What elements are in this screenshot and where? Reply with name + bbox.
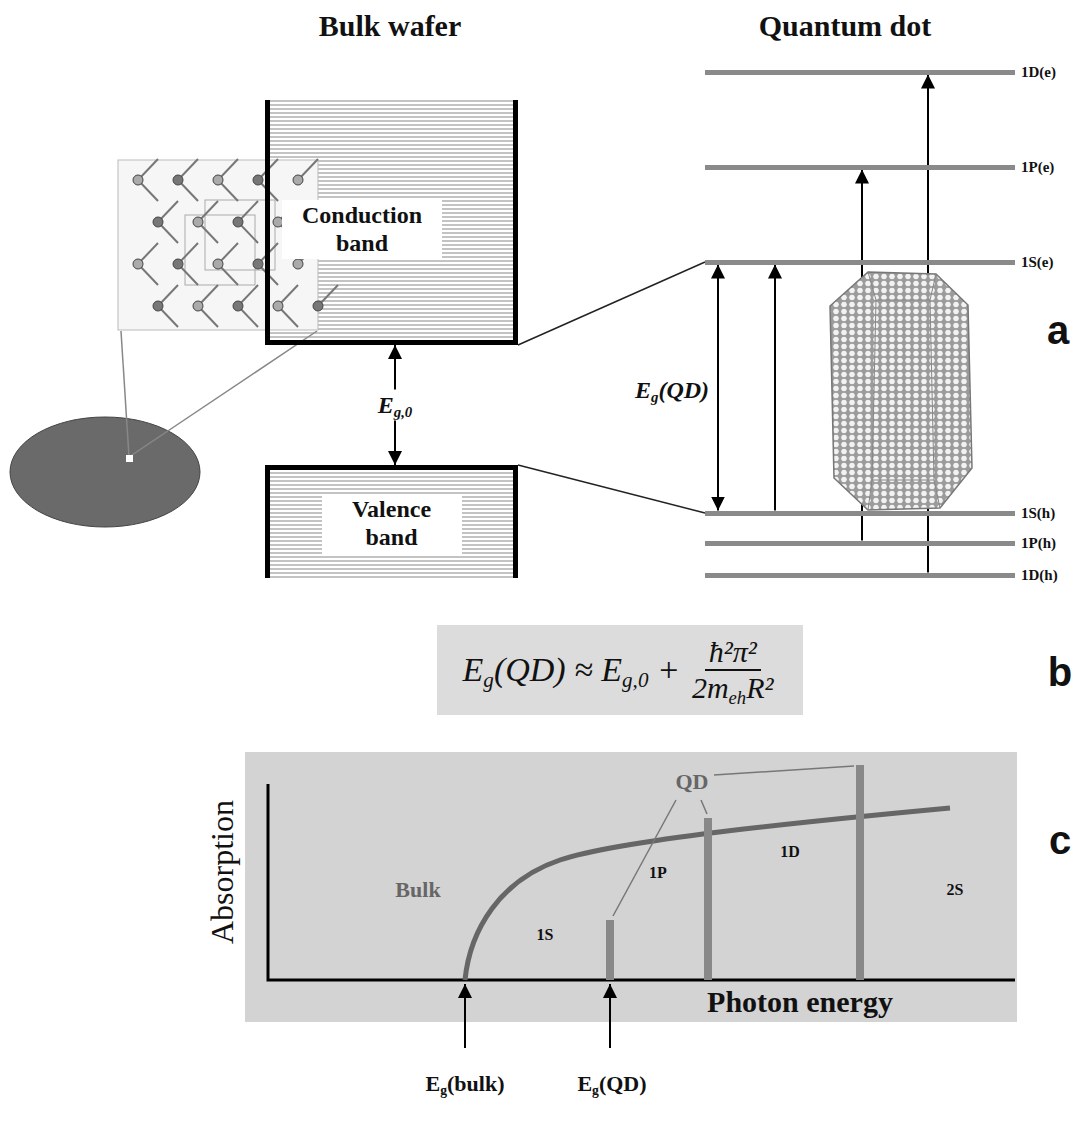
projection-line (518, 465, 705, 513)
level-name: 1D(e) (1021, 64, 1056, 81)
valence-hatch (270, 470, 513, 578)
energy-band: Conduction band (265, 100, 518, 345)
crystal-facet (868, 272, 940, 510)
atom (153, 217, 163, 227)
atom (133, 175, 143, 185)
level-name: 1S(h) (1021, 505, 1055, 522)
energy-level: 1D(h) (705, 563, 1058, 587)
transition-arrow (717, 265, 719, 511)
fraction: ħ²π²2mehR² (688, 635, 778, 705)
level-line (705, 260, 1015, 265)
level-line (705, 165, 1015, 170)
series-name: Bulk (395, 877, 440, 903)
axis-title: Photon energy (707, 985, 893, 1019)
band-name: Conduction band (282, 200, 442, 259)
series-name: QD (676, 769, 709, 795)
column-heading: Bulk wafer (319, 9, 462, 43)
gap-marker: Eg(bulk) (426, 1071, 505, 1097)
bulk-curve (465, 808, 950, 980)
atom (193, 217, 203, 227)
nanocrystal (830, 272, 972, 510)
qd-absorption-line (606, 920, 614, 980)
numerator: ħ²π² (705, 635, 761, 671)
formula-box: Eg(QD) ≈ Eg,0 +ħ²π²2mehR² (437, 625, 804, 715)
level-name: 1P(e) (1021, 159, 1054, 176)
atom (173, 259, 183, 269)
atom (233, 217, 243, 227)
atom (213, 259, 223, 269)
formula-text: Eg(QD) ≈ Eg,0 + (463, 651, 680, 689)
transition-name: 1S (537, 926, 554, 944)
transition-name: 1P (649, 864, 667, 882)
atom (293, 175, 303, 185)
energy-pointer (464, 984, 466, 1048)
leader-line (613, 800, 676, 916)
level-name: 1D(h) (1021, 567, 1058, 584)
atom (153, 301, 163, 311)
wafer-disk (10, 417, 200, 527)
level-name: 1S(e) (1021, 254, 1054, 271)
band-name: Valence band (322, 494, 462, 553)
leader-line (714, 766, 854, 775)
column-heading: Quantum dot (759, 9, 932, 43)
panel-letter: a (1047, 308, 1069, 353)
unit-cell (185, 215, 255, 285)
gap-marker: Eg(QD) (577, 1071, 646, 1097)
transition-name: 1D (780, 843, 800, 861)
transition-arrow (774, 265, 776, 511)
atom (313, 301, 323, 311)
energy-level: 1P(e) (705, 155, 1054, 179)
panel-letter: c (1049, 818, 1071, 863)
atom (253, 259, 263, 269)
atom (133, 259, 143, 269)
chart-axis (268, 784, 1015, 980)
panel-letter: b (1048, 650, 1072, 695)
atom (253, 175, 263, 185)
atom (193, 301, 203, 311)
projection-line (518, 262, 705, 345)
atom (273, 301, 283, 311)
leader-line (701, 800, 707, 814)
atom (213, 175, 223, 185)
zoom-line (129, 331, 317, 457)
level-line (705, 541, 1015, 546)
denominator: 2mehR² (688, 671, 778, 705)
level-line (705, 573, 1015, 578)
level-line (705, 511, 1015, 516)
chart-ground (245, 752, 1017, 1022)
energy-level: 1S(e) (705, 250, 1054, 274)
wafer-spot (126, 455, 133, 462)
atom (173, 175, 183, 185)
atom (293, 259, 303, 269)
transition-name: 2S (947, 881, 964, 899)
zoom-line (121, 331, 129, 457)
axis-title: Absorption (204, 800, 241, 944)
atom (233, 301, 243, 311)
gap-label: Eg(QD) (635, 377, 709, 404)
gap-label: Eg,0 (374, 390, 417, 421)
energy-level: 1P(h) (705, 531, 1056, 555)
energy-band: Valence band (265, 465, 518, 578)
energy-level: 1D(e) (705, 60, 1056, 84)
energy-level: 1S(h) (705, 501, 1055, 525)
qd-absorption-line (856, 765, 864, 980)
qd-absorption-line (704, 818, 712, 980)
level-name: 1P(h) (1021, 535, 1056, 552)
level-line (705, 70, 1015, 75)
energy-pointer (609, 984, 611, 1048)
